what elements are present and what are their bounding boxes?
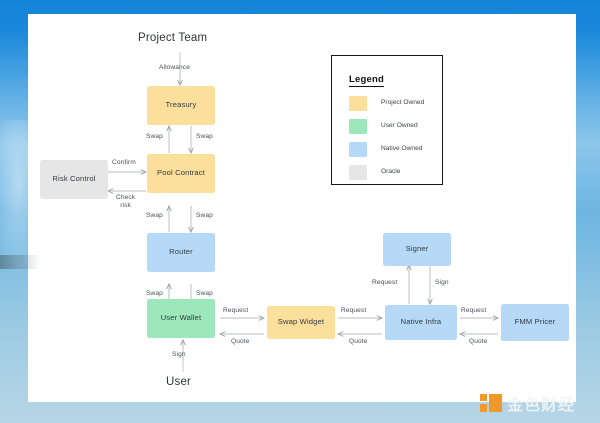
- edge-label-widget-quote: Quote: [349, 338, 368, 345]
- node-native-infra[interactable]: Native Infra: [385, 305, 457, 340]
- edge-label-treasury-swap-left: Swap: [146, 133, 163, 140]
- edge-label-sign-user: Sign: [172, 351, 186, 358]
- legend-swatch-project-owned: [349, 96, 367, 111]
- legend-swatch-oracle: [349, 165, 367, 180]
- edge-label-check-risk: Check risk: [116, 194, 136, 209]
- edge-label-pool-swap-left: Swap: [146, 212, 163, 219]
- edge-label-allowance: Allowance: [159, 64, 190, 71]
- connector-layer: [106, 52, 500, 372]
- edge-label-signer-sign: Sign: [435, 279, 449, 286]
- actor-project-team: Project Team: [138, 32, 208, 44]
- edge-label-wallet-request: Request: [223, 307, 249, 314]
- watermark-text: 金色财经: [507, 395, 576, 414]
- node-user-wallet[interactable]: User Wallet: [147, 299, 215, 338]
- legend-swatch-user-owned: [349, 119, 367, 134]
- node-risk-control[interactable]: Risk Control: [40, 160, 108, 199]
- jinse-logo-icon: [480, 392, 502, 414]
- node-fmm-pricer[interactable]: FMM Pricer: [501, 304, 569, 341]
- legend-box: Legend Project Owned User Owned Native O…: [331, 55, 443, 185]
- node-router[interactable]: Router: [147, 233, 215, 272]
- actor-user: User: [166, 376, 192, 388]
- edge-label-signer-request: Request: [372, 279, 398, 286]
- edge-label-widget-request: Request: [341, 307, 367, 314]
- edge-label-pricer-request: Request: [461, 307, 487, 314]
- edge-label-router-swap-right: Swap: [196, 290, 213, 297]
- legend-label-project-owned: Project Owned: [381, 99, 425, 106]
- edge-label-wallet-quote: Quote: [231, 338, 250, 345]
- node-treasury[interactable]: Treasury: [147, 86, 215, 125]
- node-signer[interactable]: Signer: [383, 233, 451, 266]
- legend-label-user-owned: User Owned: [381, 122, 418, 129]
- node-pool-contract[interactable]: Pool Contract: [147, 154, 215, 193]
- legend-title: Legend: [349, 74, 384, 87]
- edge-label-router-swap-left: Swap: [146, 290, 163, 297]
- legend-label-oracle: Oracle: [381, 168, 401, 175]
- edge-label-treasury-swap-right: Swap: [196, 133, 213, 140]
- edge-label-pool-swap-right: Swap: [196, 212, 213, 219]
- edge-label-confirm: Confirm: [112, 159, 136, 166]
- edge-label-pricer-quote: Quote: [469, 338, 488, 345]
- diagram-panel: Project Team User Treasury Pool Contract…: [28, 14, 576, 402]
- legend-swatch-native-owned: [349, 142, 367, 157]
- node-swap-widget[interactable]: Swap Widget: [267, 306, 335, 339]
- watermark: 金色财经: [480, 390, 575, 416]
- legend-label-native-owned: Native Owned: [381, 145, 423, 152]
